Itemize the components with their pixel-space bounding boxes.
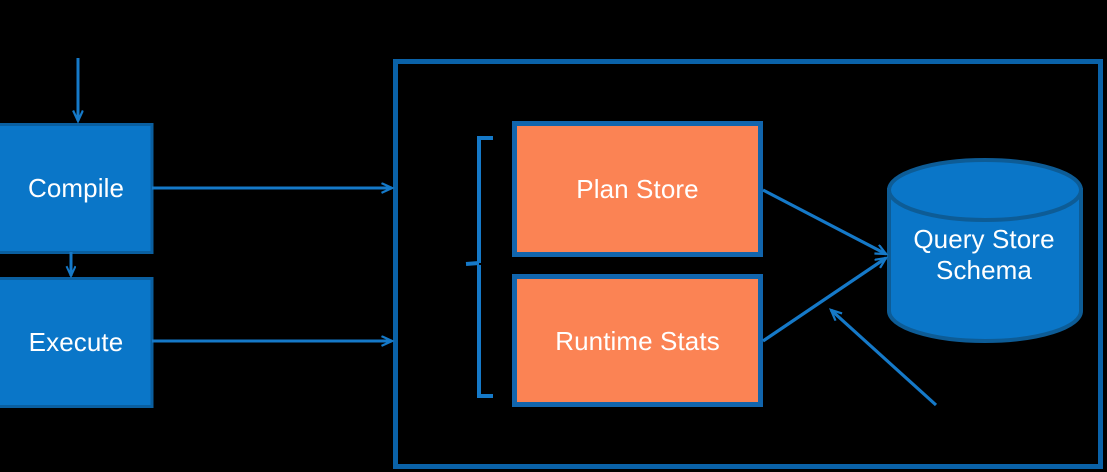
connector-external-to-schema xyxy=(831,310,938,407)
query-store-container xyxy=(393,59,1103,469)
compile-box[interactable] xyxy=(0,123,154,254)
connector-plan-store-to-schema xyxy=(762,188,886,256)
runtime-stats-box[interactable] xyxy=(512,274,763,407)
query-store-schema-cylinder[interactable] xyxy=(887,158,1083,343)
store-group-brace xyxy=(465,136,493,398)
execute-box[interactable] xyxy=(0,277,154,408)
connector-runtime-stats-to-schema xyxy=(762,258,886,343)
plan-store-box[interactable] xyxy=(512,121,763,257)
